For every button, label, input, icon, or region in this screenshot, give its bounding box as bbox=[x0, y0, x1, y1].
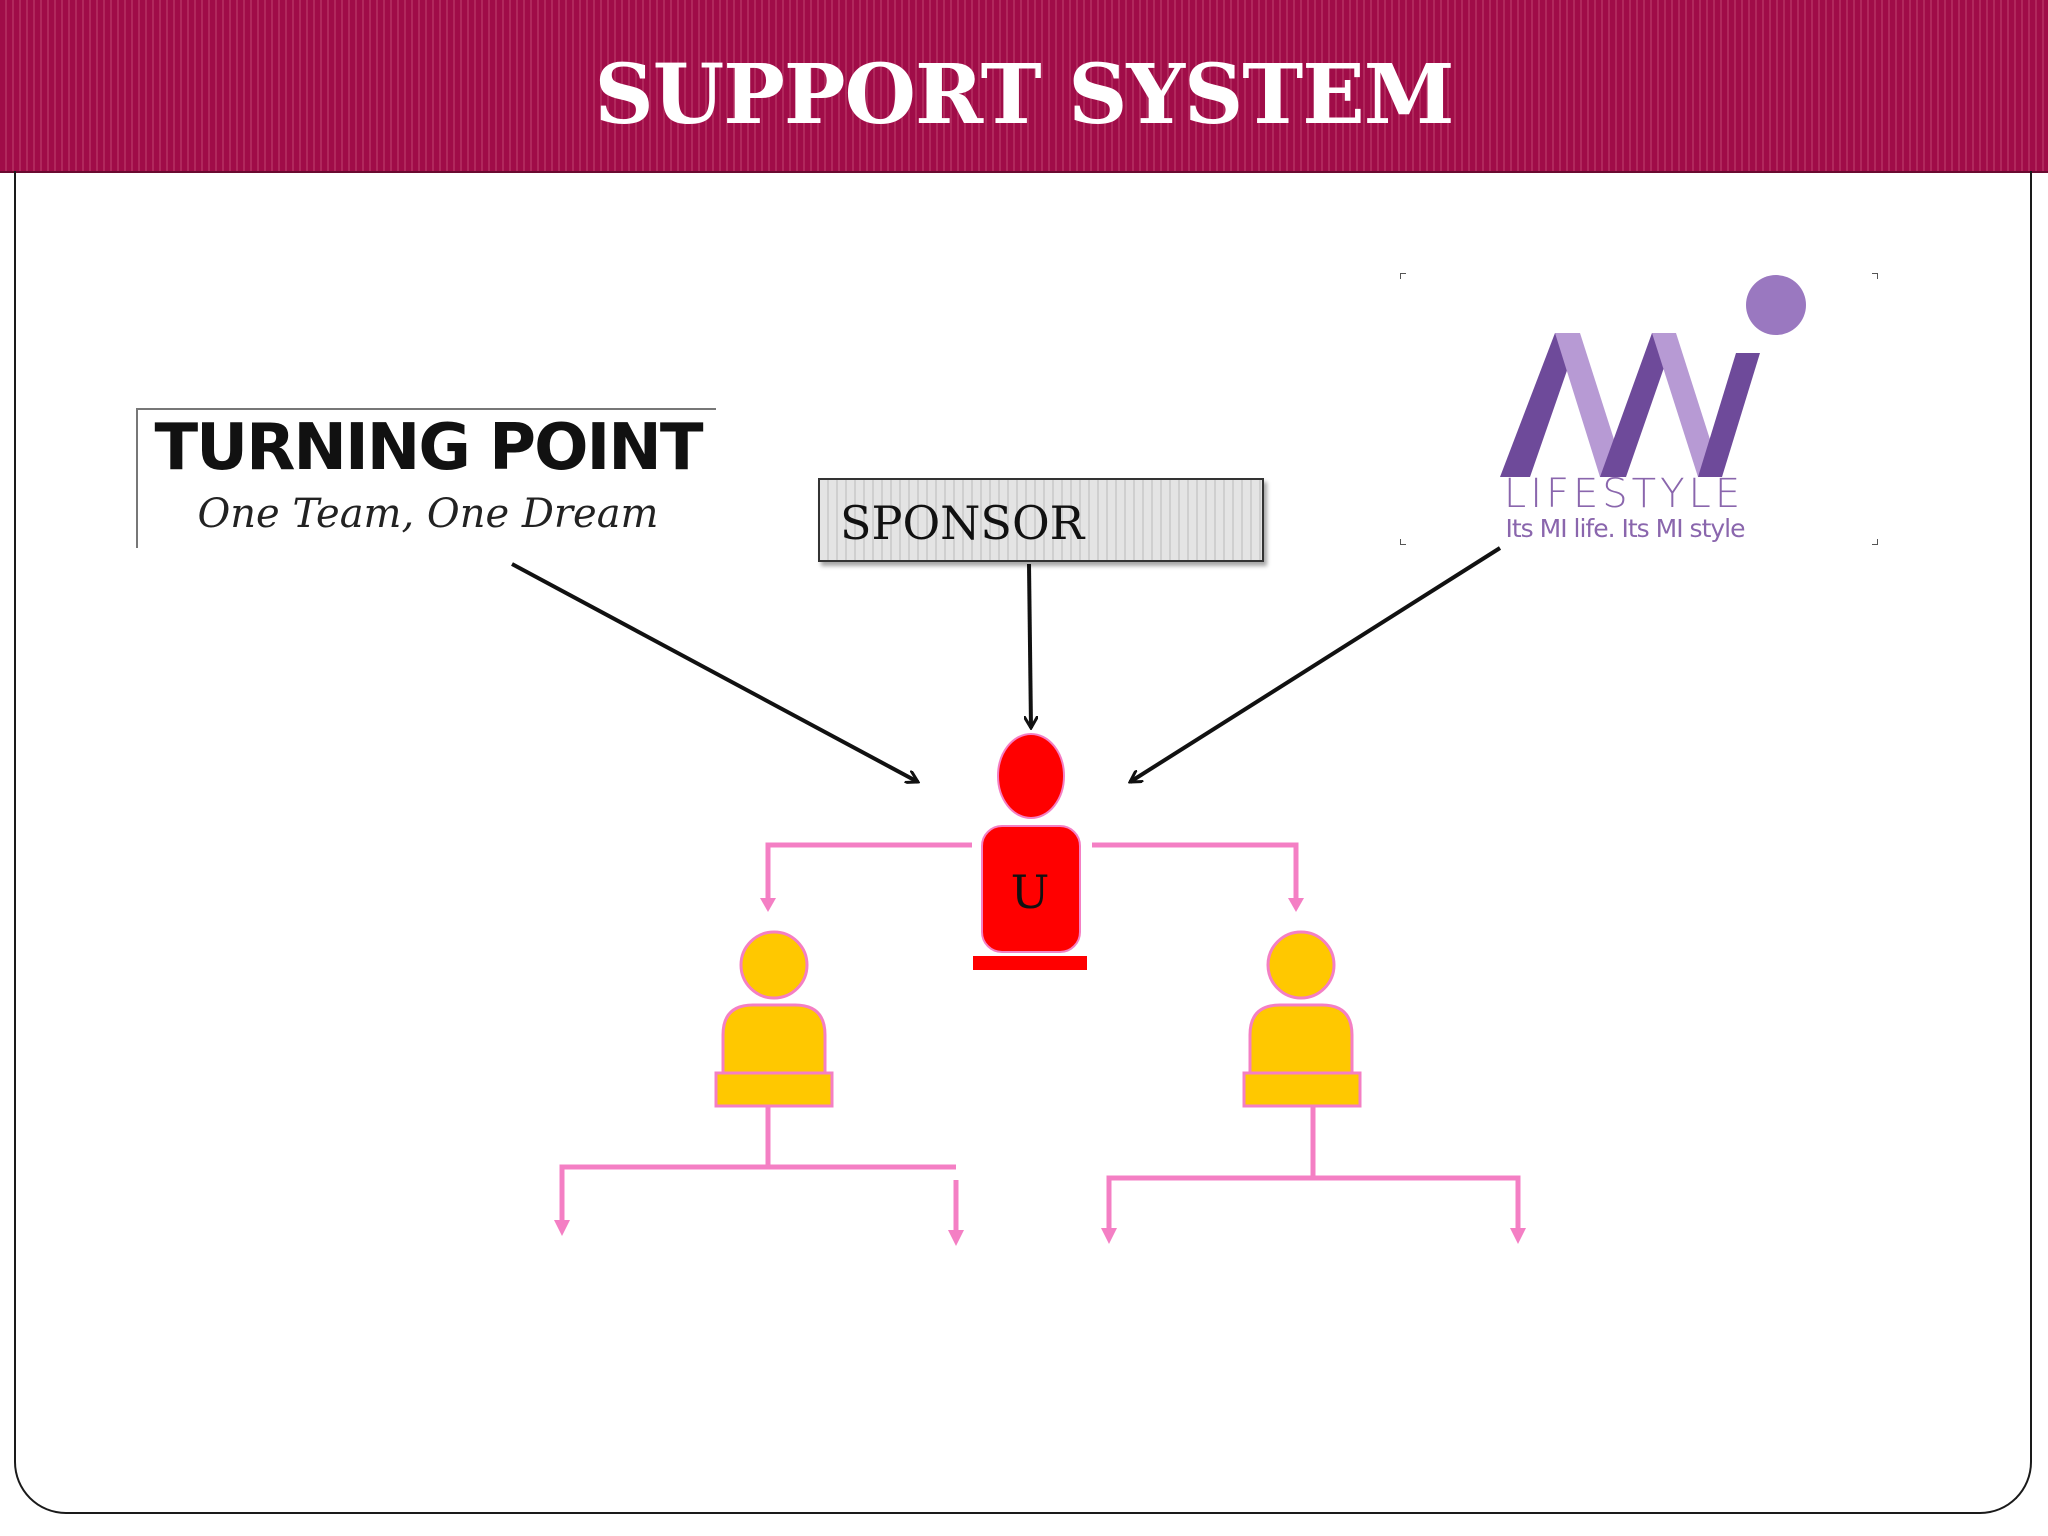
turning-point-logo: TURNING POINT One Team, One Dream bbox=[136, 408, 716, 548]
turning-point-name-text: TURNING POINT bbox=[154, 411, 704, 485]
downline-figure-left bbox=[714, 930, 834, 1108]
downline-figure-right bbox=[1242, 930, 1362, 1108]
turning-point-tagline: One Team, One Dream bbox=[197, 491, 659, 537]
arrow-mi-lifestyle-to-user bbox=[1130, 546, 1502, 784]
user-figure bbox=[973, 733, 1087, 970]
arrowhead-right-branch-2 bbox=[1510, 1228, 1526, 1244]
connector-user-left bbox=[760, 842, 972, 912]
arrow-sponsor-to-user bbox=[1029, 563, 1031, 728]
arrow-turning-point-to-user bbox=[511, 562, 918, 782]
sponsor-label: SPONSOR bbox=[840, 496, 1085, 550]
page-title: SUPPORT SYSTEM bbox=[594, 47, 1454, 143]
user-label: U bbox=[1010, 865, 1050, 919]
mi-lifestyle-tagline: Its MI life. Its MI style bbox=[1505, 514, 1746, 543]
arrowhead-left-branch-2 bbox=[948, 1230, 964, 1246]
arrowhead-left-branch-1 bbox=[554, 1220, 570, 1236]
arrowhead-right-branch-1 bbox=[1101, 1228, 1117, 1244]
mi-lifestyle-logo bbox=[1400, 273, 1878, 545]
mi-monogram-icon bbox=[1500, 275, 1806, 477]
slide-frame bbox=[14, 171, 2032, 1514]
turning-point-name: TURNING POINT bbox=[138, 410, 718, 486]
connector-right-branch bbox=[1106, 1106, 1521, 1230]
connector-user-right bbox=[1092, 842, 1304, 912]
title-banner bbox=[0, 0, 2048, 173]
sponsor-box: SPONSOR bbox=[818, 478, 1264, 562]
connector-left-branch bbox=[559, 1106, 959, 1232]
mi-lifestyle-name: LIFESTYLE bbox=[1503, 471, 1745, 517]
